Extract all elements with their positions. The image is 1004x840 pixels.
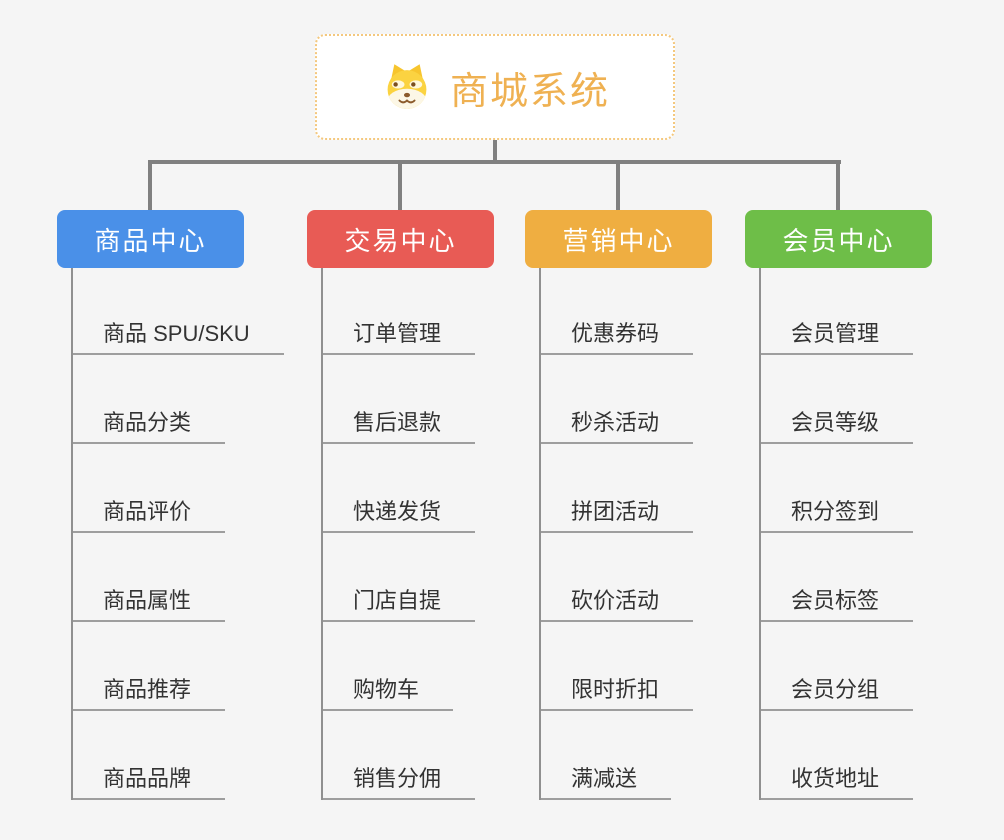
leaf-trunk-member: 会员管理 会员等级 积分签到 会员标签 会员分组 收货地址	[759, 268, 932, 800]
leaf-label[interactable]: 积分签到	[761, 494, 914, 533]
leaf-label[interactable]: 商品推荐	[73, 672, 226, 711]
leaf-label[interactable]: 拼团活动	[541, 494, 694, 533]
leaf-label[interactable]: 门店自提	[323, 583, 476, 622]
leaf-node: 砍价活动	[541, 533, 712, 622]
leaf-node: 商品分类	[73, 355, 244, 444]
leaf-label[interactable]: 满减送	[541, 761, 672, 800]
leaf-node: 秒杀活动	[541, 355, 712, 444]
leaf-node: 满减送	[541, 711, 712, 800]
leaf-label[interactable]: 会员标签	[761, 583, 914, 622]
leaf-node: 限时折扣	[541, 622, 712, 711]
leaf-label[interactable]: 购物车	[323, 672, 454, 711]
leaf-node: 门店自提	[323, 533, 494, 622]
leaf-label[interactable]: 限时折扣	[541, 672, 694, 711]
leaf-node: 会员管理	[761, 268, 932, 355]
leaf-label[interactable]: 销售分佣	[323, 761, 476, 800]
leaf-label[interactable]: 会员分组	[761, 672, 914, 711]
connector-drop-product	[148, 160, 152, 210]
leaf-node: 快递发货	[323, 444, 494, 533]
connector-root-stem	[493, 140, 497, 162]
leaf-label[interactable]: 商品属性	[73, 583, 226, 622]
connector-drop-marketing	[616, 160, 620, 210]
leaf-node: 购物车	[323, 622, 494, 711]
leaf-node: 收货地址	[761, 711, 932, 800]
branch-node-marketing-center[interactable]: 营销中心	[525, 210, 712, 268]
leaf-label[interactable]: 商品 SPU/SKU	[73, 316, 284, 355]
leaf-trunk-product: 商品 SPU/SKU 商品分类 商品评价 商品属性 商品推荐 商品品牌	[71, 268, 284, 800]
leaf-trunk-trade: 订单管理 售后退款 快递发货 门店自提 购物车 销售分佣	[321, 268, 494, 800]
leaf-node: 积分签到	[761, 444, 932, 533]
leaf-node: 拼团活动	[541, 444, 712, 533]
branch-column-marketing: 营销中心 优惠券码 秒杀活动 拼团活动 砍价活动 限时折扣 满减送	[525, 210, 712, 800]
doge-icon	[387, 64, 427, 109]
root-title: 商城系统	[449, 70, 610, 113]
leaf-node: 商品 SPU/SKU	[73, 268, 284, 355]
leaf-label[interactable]: 售后退款	[323, 405, 476, 444]
leaf-node: 商品属性	[73, 533, 244, 622]
root-node-mall-system[interactable]: 商城系统	[315, 34, 675, 140]
leaf-label[interactable]: 砍价活动	[541, 583, 694, 622]
leaf-node: 商品评价	[73, 444, 244, 533]
leaf-node: 售后退款	[323, 355, 494, 444]
leaf-label[interactable]: 秒杀活动	[541, 405, 694, 444]
leaf-label[interactable]: 快递发货	[323, 494, 476, 533]
leaf-label[interactable]: 会员管理	[761, 316, 914, 355]
leaf-node: 商品推荐	[73, 622, 244, 711]
leaf-label[interactable]: 商品评价	[73, 494, 226, 533]
branch-node-trade-center[interactable]: 交易中心	[307, 210, 494, 268]
leaf-node: 商品品牌	[73, 711, 244, 800]
leaf-node: 销售分佣	[323, 711, 494, 800]
branch-node-product-center[interactable]: 商品中心	[57, 210, 244, 268]
leaf-node: 订单管理	[323, 268, 494, 355]
branch-column-member: 会员中心 会员管理 会员等级 积分签到 会员标签 会员分组 收货地址	[745, 210, 932, 800]
leaf-trunk-marketing: 优惠券码 秒杀活动 拼团活动 砍价活动 限时折扣 满减送	[539, 268, 712, 800]
connector-drop-member	[836, 160, 840, 210]
leaf-label[interactable]: 订单管理	[323, 316, 476, 355]
branch-column-product: 商品中心 商品 SPU/SKU 商品分类 商品评价 商品属性 商品推荐 商品品牌	[57, 210, 284, 800]
leaf-label[interactable]: 会员等级	[761, 405, 914, 444]
leaf-node: 会员标签	[761, 533, 932, 622]
connector-drop-trade	[398, 160, 402, 210]
leaf-label[interactable]: 商品分类	[73, 405, 226, 444]
connector-horizontal	[148, 160, 841, 164]
leaf-node: 会员等级	[761, 355, 932, 444]
leaf-label[interactable]: 收货地址	[761, 761, 914, 800]
branch-node-member-center[interactable]: 会员中心	[745, 210, 932, 268]
leaf-node: 优惠券码	[541, 268, 712, 355]
leaf-node: 会员分组	[761, 622, 932, 711]
leaf-label[interactable]: 优惠券码	[541, 316, 694, 355]
branch-column-trade: 交易中心 订单管理 售后退款 快递发货 门店自提 购物车 销售分佣	[307, 210, 494, 800]
leaf-label[interactable]: 商品品牌	[73, 761, 226, 800]
